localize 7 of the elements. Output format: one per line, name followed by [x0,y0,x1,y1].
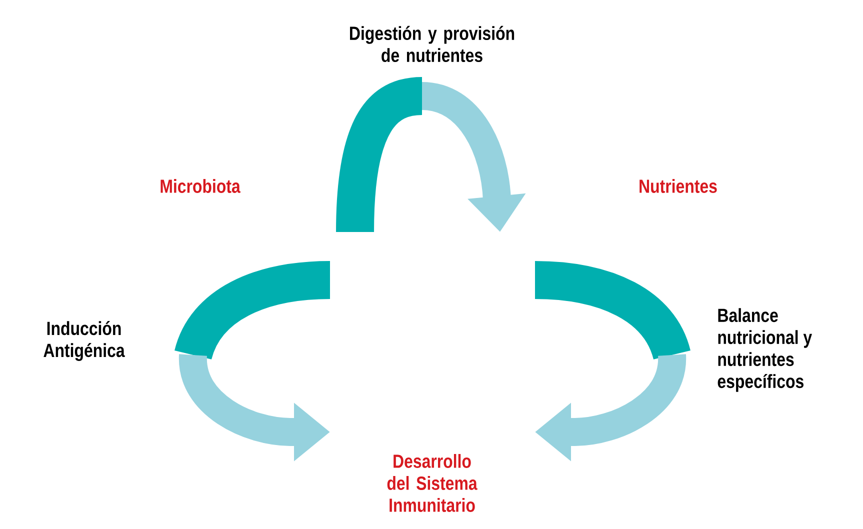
arrow-label: Digestión y provisión de nutrientes [350,26,514,62]
node-label: Microbiota [160,179,240,193]
curved-arrow [534,261,690,462]
node-label: Desarrollo del Sistema Inmunitario [387,454,478,512]
edge-label: Balance nutricional y nutrientes específicos [718,308,812,392]
edge-label: Inducción Antigénica [44,321,125,361]
node-label: Nutrientes [640,179,717,193]
